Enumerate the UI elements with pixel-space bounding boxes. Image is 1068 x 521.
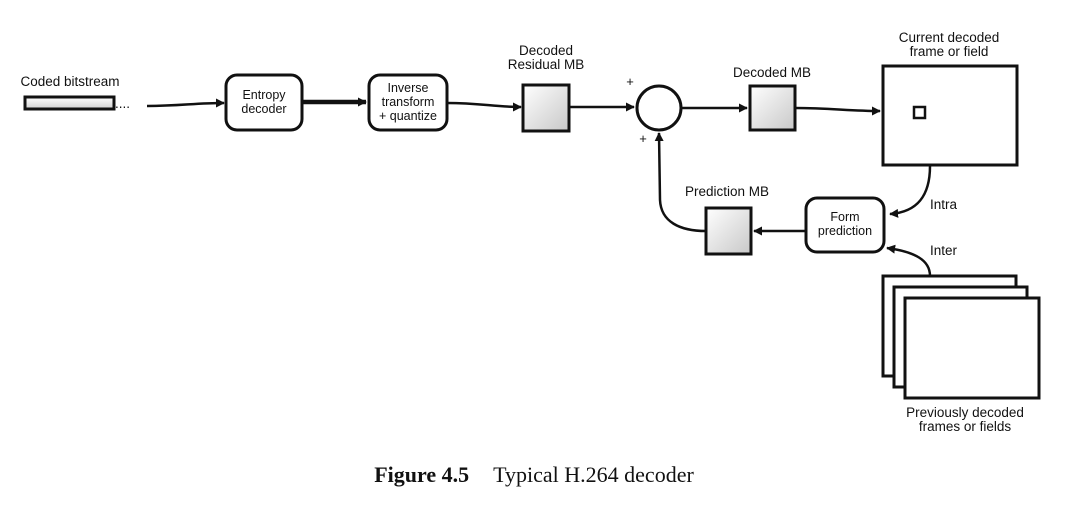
summing-junction — [635, 84, 683, 132]
coded-bitstream-bar — [23, 95, 116, 111]
arrow-decoded-mb-to-frame — [794, 106, 881, 116]
arrow-prediction-to-summer — [654, 132, 707, 233]
current-frame-label-line2: frame or field — [910, 44, 989, 59]
arrow-inverse-to-residual — [446, 101, 522, 112]
prediction-mb-block — [704, 206, 753, 256]
plus-sign-bottom: + — [639, 131, 647, 146]
prediction-mb-label: Prediction MB — [685, 184, 769, 199]
current-mb-marker — [912, 105, 927, 120]
previous-frames-label-line1: Previously decoded — [906, 405, 1024, 420]
intra-label: Intra — [930, 197, 958, 212]
decoded-residual-mb-label-line1: Decoded — [519, 43, 573, 58]
figure-title: Typical H.264 decoder — [493, 462, 694, 487]
entropy-decoder-label-line1: Entropy — [242, 88, 286, 102]
decoded-residual-mb-block — [521, 83, 571, 133]
bitstream-ellipsis: .... — [115, 96, 130, 111]
decoded-mb-block — [748, 84, 797, 132]
current-frame-label-line1: Current decoded — [899, 30, 1000, 45]
arrow-intra — [889, 165, 932, 218]
inverse-transform-label-line2: transform — [382, 95, 435, 109]
previous-frames-label-line2: frames or fields — [919, 419, 1012, 434]
decoded-residual-mb-label-line2: Residual MB — [508, 57, 585, 72]
arrow-inter — [886, 244, 932, 277]
plus-sign-top: + — [626, 74, 634, 89]
arrow-bitstream-to-entropy — [146, 98, 225, 108]
previous-frame-front — [903, 296, 1041, 400]
current-frame-box — [881, 64, 1019, 167]
inverse-transform-label-line3: + quantize — [379, 109, 437, 123]
figure-caption: Figure 4.5 Typical H.264 decoder — [0, 462, 1068, 488]
coded-bitstream-label: Coded bitstream — [20, 74, 119, 89]
form-prediction-label-line1: Form — [830, 210, 859, 224]
entropy-decoder-label-line2: decoder — [241, 102, 286, 116]
figure-number: Figure 4.5 — [374, 462, 470, 487]
decoded-mb-label: Decoded MB — [733, 65, 811, 80]
form-prediction-box — [804, 196, 886, 254]
inter-label: Inter — [930, 243, 958, 258]
form-prediction-label-line2: prediction — [818, 224, 872, 238]
inverse-transform-label-line1: Inverse — [388, 81, 429, 95]
